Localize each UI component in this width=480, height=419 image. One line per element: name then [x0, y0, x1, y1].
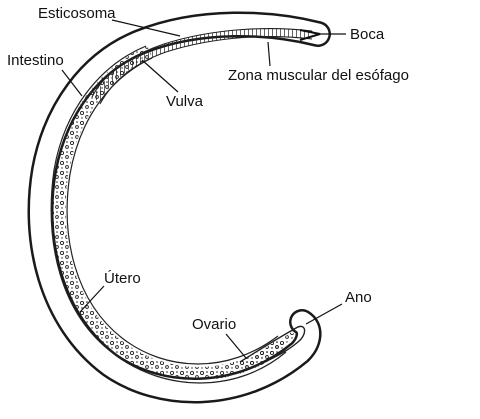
leader-vulva — [141, 59, 179, 93]
leader-ano — [305, 303, 343, 325]
esophagus-edge-bottom — [99, 36, 313, 105]
label-ano: Ano — [345, 289, 372, 306]
leader-zona-muscular — [267, 41, 271, 67]
label-boca: Boca — [350, 26, 385, 43]
ovary-fill — [242, 331, 296, 369]
leader-intestino — [61, 69, 83, 97]
tract-edge-inner — [66, 57, 279, 365]
esophagus-edge-top — [91, 28, 313, 98]
posterior-loop — [239, 325, 306, 371]
label-intestino: Intestino — [7, 52, 64, 69]
label-zona-muscular: Zona muscular del esófago — [228, 67, 409, 84]
leader-esticosoma — [111, 19, 181, 37]
tract-edge-outer — [50, 45, 287, 384]
label-vulva: Vulva — [166, 93, 203, 110]
label-esticosoma: Esticosoma — [38, 5, 116, 22]
label-ovario: Ovario — [192, 316, 237, 333]
stichosome — [92, 28, 313, 102]
uterus-tract — [52, 46, 287, 380]
leader-utero — [79, 285, 105, 313]
label-utero: Útero — [104, 270, 141, 287]
leader-ovario — [225, 333, 247, 359]
